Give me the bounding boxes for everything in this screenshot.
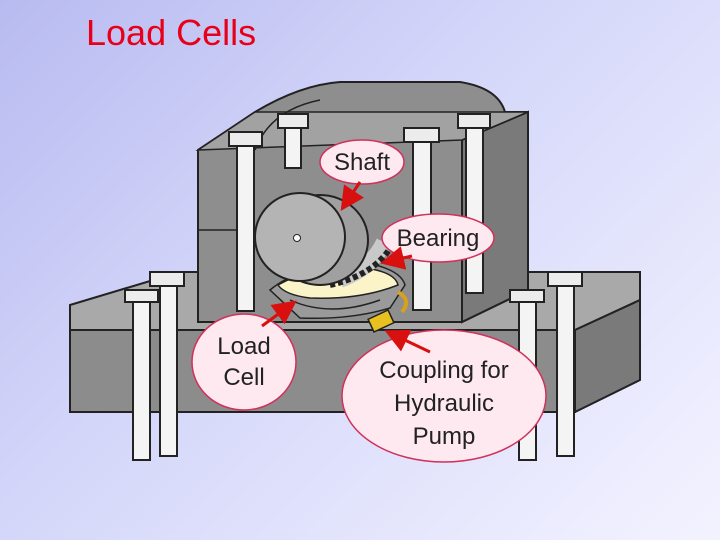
callout-bearing-label: Bearing xyxy=(397,225,480,252)
arrow-coupling xyxy=(384,329,431,354)
callout-shaft: Shaft xyxy=(319,139,405,185)
shaft-disc xyxy=(254,192,369,286)
callout-coupling-line1: Coupling for xyxy=(379,357,508,384)
bolt-top-left-2 xyxy=(277,113,309,169)
arrow-shaft xyxy=(340,181,364,211)
callout-load-cell-line1: Load xyxy=(217,333,270,360)
bolt-bottom-left-1 xyxy=(124,289,159,461)
coupling-fitting xyxy=(367,290,409,333)
callout-load-cell-line2: Cell xyxy=(223,364,264,391)
callout-coupling-line3: Pump xyxy=(413,423,476,450)
callout-load-cell: Load Cell xyxy=(191,313,297,411)
callout-bearing: Bearing xyxy=(381,213,495,263)
slide-title: Load Cells xyxy=(86,12,257,53)
callout-coupling-line2: Hydraulic xyxy=(394,390,494,417)
callout-shaft-label: Shaft xyxy=(334,149,390,176)
arrow-load-cell xyxy=(261,300,297,328)
bolt-bottom-left-2 xyxy=(149,271,185,457)
arrow-bearing xyxy=(380,246,413,270)
bolt-top-left-1 xyxy=(228,131,263,312)
bolt-bottom-right-2 xyxy=(547,271,583,457)
callout-coupling: Coupling for Hydraulic Pump xyxy=(341,329,547,463)
